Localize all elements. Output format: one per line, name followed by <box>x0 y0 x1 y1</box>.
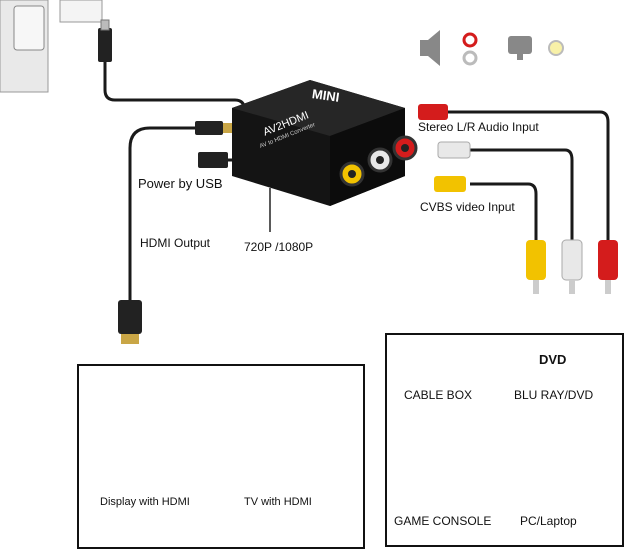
audio-jack-icon <box>462 32 478 66</box>
dvd-icon-text: DVD <box>539 352 567 367</box>
usb-wall-adapter-icon <box>0 0 103 93</box>
sources-box <box>385 333 624 547</box>
game-console-label: GAME CONSOLE <box>394 514 492 528</box>
power-label: Power by USB <box>138 176 223 191</box>
cvbs-video-label: CVBS video Input <box>420 200 515 214</box>
converter-box-icon <box>232 80 418 206</box>
hdmi-plug-top-icon <box>195 121 223 135</box>
resolution-label: 720P /1080P <box>244 240 314 254</box>
display-hdmi-label: Display with HDMI <box>100 496 190 508</box>
blu-ray-dvd-label: BLU RAY/DVD <box>514 388 594 402</box>
video-jack-icon <box>548 40 564 56</box>
hdmi-output-label: HDMI Output <box>140 236 211 250</box>
displays-box <box>77 364 365 549</box>
tv-hdmi-label: TV with HDMI <box>244 496 312 508</box>
usb-plug-icon <box>98 28 112 62</box>
speaker-icon <box>420 30 440 66</box>
pc-laptop-label: PC/Laptop <box>520 514 577 528</box>
monitor-small-icon <box>508 36 532 60</box>
hdmi-plug-bottom-icon <box>118 300 142 334</box>
stereo-audio-label: Stereo L/R Audio Input <box>418 120 539 134</box>
cable-box-label: CABLE BOX <box>404 388 473 402</box>
